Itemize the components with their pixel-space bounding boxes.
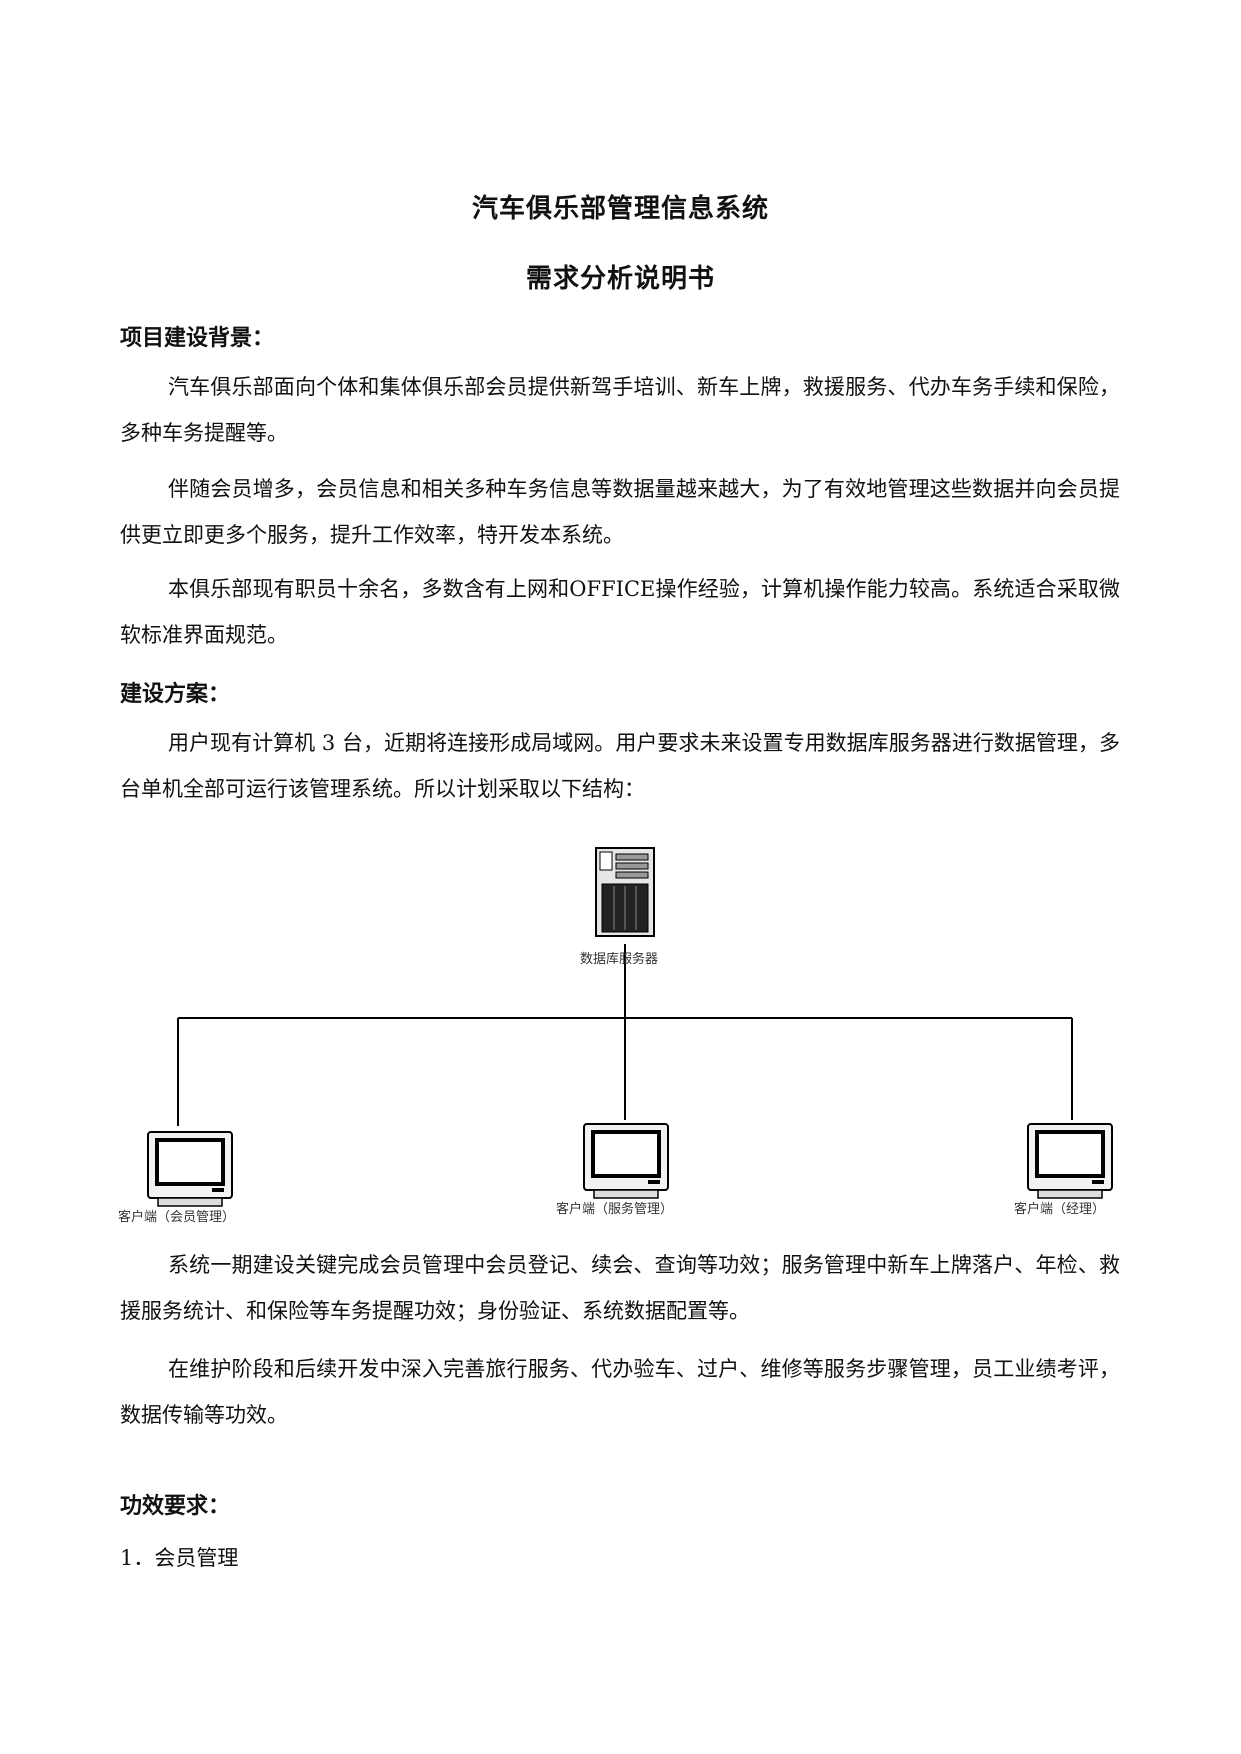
client-label-member: 客户端（会员管理） — [118, 1210, 236, 1225]
section-heading-background: 项目建设背景： — [120, 326, 275, 351]
paragraph-plan-2: 系统一期建设关键完成会员管理中会员登记、续会、查询等功效；服务管理中新车上牌落户… — [120, 1253, 1120, 1323]
document-title: 汽车俱乐部管理信息系统 — [471, 194, 769, 224]
section-heading-functions: 功效要求： — [120, 1494, 231, 1519]
monitor-icon-2 — [583, 1123, 669, 1199]
client-label-manager: 客户端（经理） — [1014, 1202, 1106, 1217]
paragraph-plan-3: 在维护阶段和后续开发中深入完善旅行服务、代办验车、过户、维修等服务步骤管理，员工… — [120, 1357, 1120, 1427]
paragraph-background-1: 汽车俱乐部面向个体和集体俱乐部会员提供新驾手培训、新车上牌，救援服务、代办车务手… — [120, 375, 1120, 445]
document-subtitle: 需求分析说明书 — [525, 264, 715, 294]
server-icon — [595, 847, 655, 937]
function-item-1: 1．会员管理 — [120, 1546, 239, 1570]
client-label-service: 客户端（服务管理） — [556, 1202, 674, 1217]
server-label: 数据库服务器 — [580, 952, 659, 967]
monitor-icon-3 — [1027, 1123, 1113, 1199]
monitor-icon-1 — [147, 1131, 233, 1207]
network-wiring — [177, 944, 1073, 1126]
section-heading-plan: 建设方案： — [120, 682, 231, 707]
paragraph-background-3: 本俱乐部现有职员十余名，多数含有上网和OFFICE操作经验，计算机操作能力较高。… — [120, 577, 1120, 647]
paragraph-background-2: 伴随会员增多，会员信息和相关多种车务信息等数据量越来越大，为了有效地管理这些数据… — [120, 477, 1120, 547]
paragraph-plan-1: 用户现有计算机 3 台，近期将连接形成局域网。用户要求未来设置专用数据库服务器进… — [120, 731, 1120, 801]
